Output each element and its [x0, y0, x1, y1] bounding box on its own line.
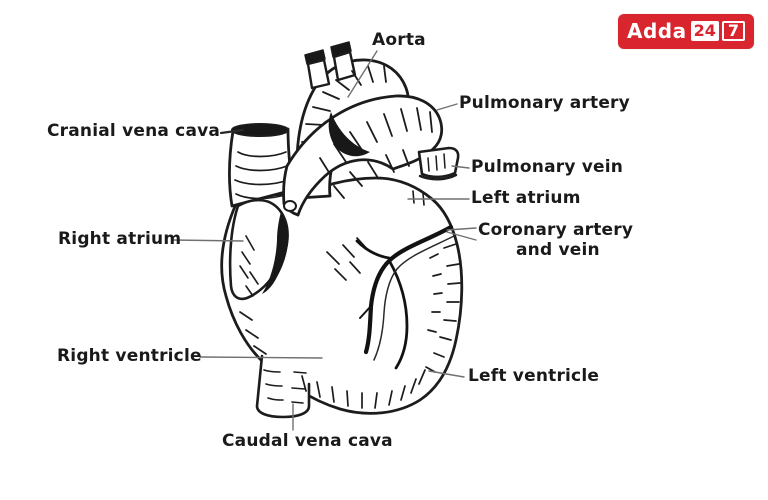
- pulmonary-artery-hatching: [319, 107, 433, 199]
- leader-pulmonary-vein: [451, 165, 470, 169]
- ventricle-hatching: [239, 237, 461, 409]
- pulmonary-vein-vessel: [417, 146, 460, 179]
- logo-text-adda: Adda: [626, 19, 687, 43]
- label-pulmonary-artery: Pulmonary artery: [459, 93, 630, 113]
- label-coronary-line2: and vein: [516, 239, 600, 260]
- label-coronary-artery-and-vein: Coronary artery and vein: [478, 220, 634, 260]
- coronary-branch: [355, 239, 391, 260]
- leader-lines: [171, 50, 477, 431]
- aorta-branch-stub: [306, 58, 331, 90]
- coronary-twig: [359, 305, 372, 319]
- label-pulmonary-vein: Pulmonary vein: [471, 157, 624, 177]
- pulmonary-vein-hatching: [427, 153, 446, 172]
- logo-digits-24: 24: [690, 21, 719, 41]
- leader-right-atrium: [171, 239, 244, 242]
- leader-coronary-2: [446, 231, 477, 241]
- right-atrium-hatching: [239, 235, 259, 297]
- leader-pulmonary-artery: [436, 103, 458, 111]
- aorta-branch-tip: [330, 41, 352, 58]
- logo-digit-7: 7: [721, 21, 745, 41]
- leader-cranial-vena-cava: [219, 128, 245, 135]
- label-left-atrium: Left atrium: [471, 188, 581, 208]
- leader-left-ventricle: [428, 370, 465, 378]
- label-coronary-line1: Coronary artery: [478, 220, 634, 240]
- atrium-bump: [283, 200, 297, 212]
- cranial-vena-cava-opening: [231, 123, 289, 137]
- coronary-branch: [388, 260, 409, 370]
- vessel-shadow-crevice: [328, 112, 370, 157]
- coronary-vein-vessel: [373, 235, 455, 361]
- label-right-ventricle: Right ventricle: [57, 346, 202, 366]
- leader-coronary-1: [446, 227, 477, 231]
- label-cranial-vena-cava: Cranial vena cava: [47, 121, 221, 141]
- label-right-atrium: Right atrium: [58, 229, 182, 249]
- right-atrium-crevice: [262, 212, 289, 294]
- label-caudal-vena-cava: Caudal vena cava: [222, 431, 393, 451]
- label-aorta: Aorta: [372, 30, 426, 50]
- label-left-ventricle: Left ventricle: [468, 366, 600, 386]
- leader-right-ventricle: [199, 356, 323, 359]
- leader-aorta: [347, 50, 378, 98]
- aorta-branch-tip: [304, 49, 326, 65]
- adda247-logo: Adda 24 7: [617, 14, 754, 49]
- caudal-vena-cava-ridges: [263, 369, 307, 404]
- coronary-artery-vessel: [363, 224, 454, 355]
